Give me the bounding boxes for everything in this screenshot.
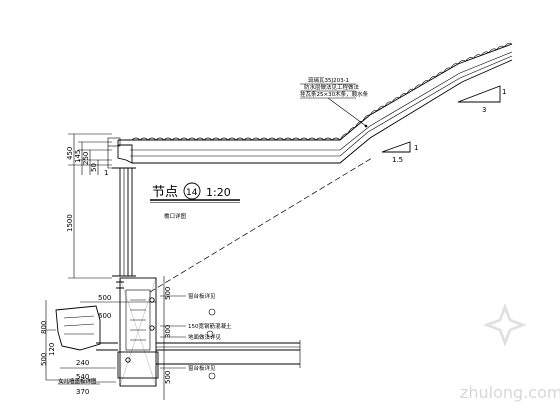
watermark: zhulong.com bbox=[460, 303, 560, 402]
watermark-logo-icon bbox=[483, 303, 527, 347]
callouts: 窗台板详见 150宽钢筋混凝土 地面做法详见 窗台板详见 女儿墙盖板详图 bbox=[58, 292, 232, 385]
svg-text:500: 500 bbox=[98, 294, 111, 302]
callout-4: 窗台板详见 bbox=[188, 364, 216, 372]
side-dimensions: 500 300 500 bbox=[163, 276, 172, 400]
callout-5: 女儿墙盖板详图 bbox=[58, 377, 97, 385]
svg-text:500: 500 bbox=[164, 371, 172, 384]
floor-slab bbox=[96, 340, 301, 368]
svg-text:800: 800 bbox=[40, 321, 48, 334]
svg-text:145: 145 bbox=[74, 150, 82, 163]
roof-tiles bbox=[107, 43, 513, 169]
slope-run-label: 3 bbox=[482, 106, 486, 114]
vertical-dimension-chain: 450 145 250 50 1500 1 bbox=[66, 133, 112, 279]
lower-wall bbox=[116, 277, 159, 387]
window-frame bbox=[112, 167, 136, 277]
svg-text:500: 500 bbox=[40, 353, 48, 366]
callout-2: 150宽钢筋混凝土 bbox=[188, 322, 232, 330]
detail-title: 节点 14 1:20 檐口详图 bbox=[150, 182, 240, 220]
node-number: 14 bbox=[186, 188, 198, 198]
svg-text:250: 250 bbox=[82, 152, 90, 165]
watermark-site: zhulong.com bbox=[460, 383, 560, 402]
svg-text:370: 370 bbox=[76, 388, 89, 396]
svg-text:120: 120 bbox=[48, 343, 56, 356]
roof-notes: 琉璃瓦35J203-1 防水层做法见工程做法 挂瓦条25×30木条，顺水条 bbox=[300, 76, 369, 128]
slope-rise-label: 1 bbox=[414, 144, 418, 152]
svg-text:1: 1 bbox=[104, 169, 108, 177]
node-label: 节点 bbox=[152, 185, 178, 200]
slope-rise-label: 1 bbox=[502, 88, 506, 96]
node-number-circle bbox=[183, 182, 201, 200]
detail-subtitle: 檐口详图 bbox=[164, 212, 187, 220]
slope-indicator-lower: 1 1.5 bbox=[381, 141, 418, 164]
coping-profile: 800 500 120 bbox=[40, 300, 101, 381]
slope-indicator-upper: 1 3 bbox=[457, 85, 506, 114]
callout-1: 窗台板详见 bbox=[188, 292, 216, 300]
slope-dashed-line bbox=[149, 157, 373, 293]
svg-text:500: 500 bbox=[164, 287, 172, 300]
roof-note-3: 挂瓦条25×30木条，顺水条 bbox=[300, 90, 369, 98]
roof-note-1: 琉璃瓦35J203-1 bbox=[308, 76, 349, 84]
svg-text:50: 50 bbox=[90, 163, 98, 172]
svg-text:450: 450 bbox=[66, 147, 74, 160]
svg-text:1500: 1500 bbox=[66, 214, 74, 232]
horizontal-dimensions: 500 600 240 540 370 bbox=[60, 294, 156, 396]
callout-3: 地面做法详见 bbox=[188, 333, 222, 341]
roof-tile-scallop-path bbox=[131, 42, 513, 141]
svg-text:600: 600 bbox=[98, 312, 111, 320]
slope-run-label: 1.5 bbox=[392, 156, 403, 164]
svg-text:540: 540 bbox=[76, 373, 89, 381]
svg-text:300: 300 bbox=[164, 325, 172, 338]
svg-text:240: 240 bbox=[76, 359, 89, 367]
detail-scale: 1:20 bbox=[206, 186, 231, 199]
roof-note-2: 防水层做法见工程做法 bbox=[304, 83, 360, 91]
roof-tile-scallops bbox=[131, 42, 513, 141]
